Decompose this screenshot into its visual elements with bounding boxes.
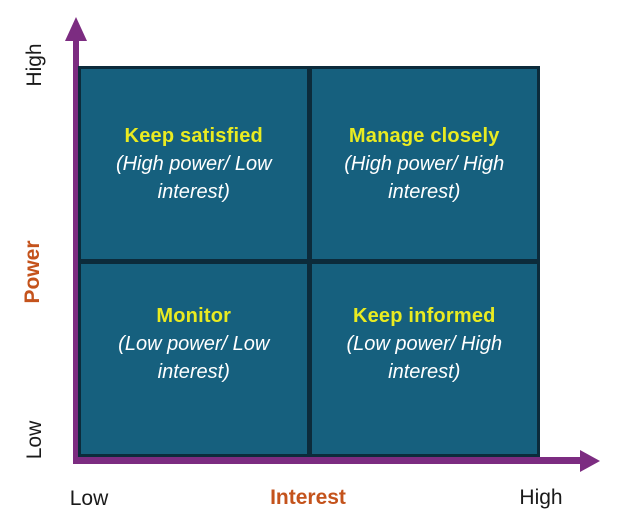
y-axis-label-power: Power — [21, 240, 44, 304]
quadrant-title: Monitor — [156, 305, 232, 327]
quadrant-subtitle-line: interest) — [157, 361, 230, 383]
x-axis-label-interest: Interest — [270, 486, 346, 509]
quadrant-title: Keep informed — [352, 305, 496, 327]
quadrant-title: Manage closely — [348, 125, 500, 147]
y-axis-tick-low: Low — [23, 420, 46, 460]
quadrant-monitor: Monitor (Low power/ Low interest) — [81, 264, 307, 454]
quadrant-subtitle-line: (Low power/ High — [346, 333, 503, 355]
x-axis-tick-high: High — [519, 486, 563, 509]
quadrant-manage-closely: Manage closely (High power/ High interes… — [311, 69, 537, 259]
quadrant-title: Keep satisfied — [124, 125, 263, 147]
quadrant-subtitle-line: interest) — [157, 181, 230, 203]
quadrant-subtitle-line: (High power/ Low — [115, 153, 272, 175]
quadrant-subtitle-line: (High power/ High — [344, 153, 505, 175]
x-axis-arrow-right-icon — [580, 450, 600, 472]
quadrant-subtitle-line: interest) — [388, 361, 461, 383]
quadrant-keep-informed: Keep informed (Low power/ High interest) — [311, 264, 537, 454]
quadrant-keep-satisfied: Keep satisfied (High power/ Low interest… — [81, 69, 307, 259]
y-axis-line — [73, 28, 79, 464]
quadrant-grid: Keep satisfied (High power/ Low interest… — [78, 66, 540, 457]
x-axis-line — [73, 457, 582, 464]
quadrant-subtitle-line: (Low power/ Low — [118, 333, 270, 355]
y-axis-tick-high: High — [23, 43, 46, 87]
quadrant-subtitle-line: interest) — [388, 181, 461, 203]
x-axis-tick-low: Low — [69, 487, 109, 510]
